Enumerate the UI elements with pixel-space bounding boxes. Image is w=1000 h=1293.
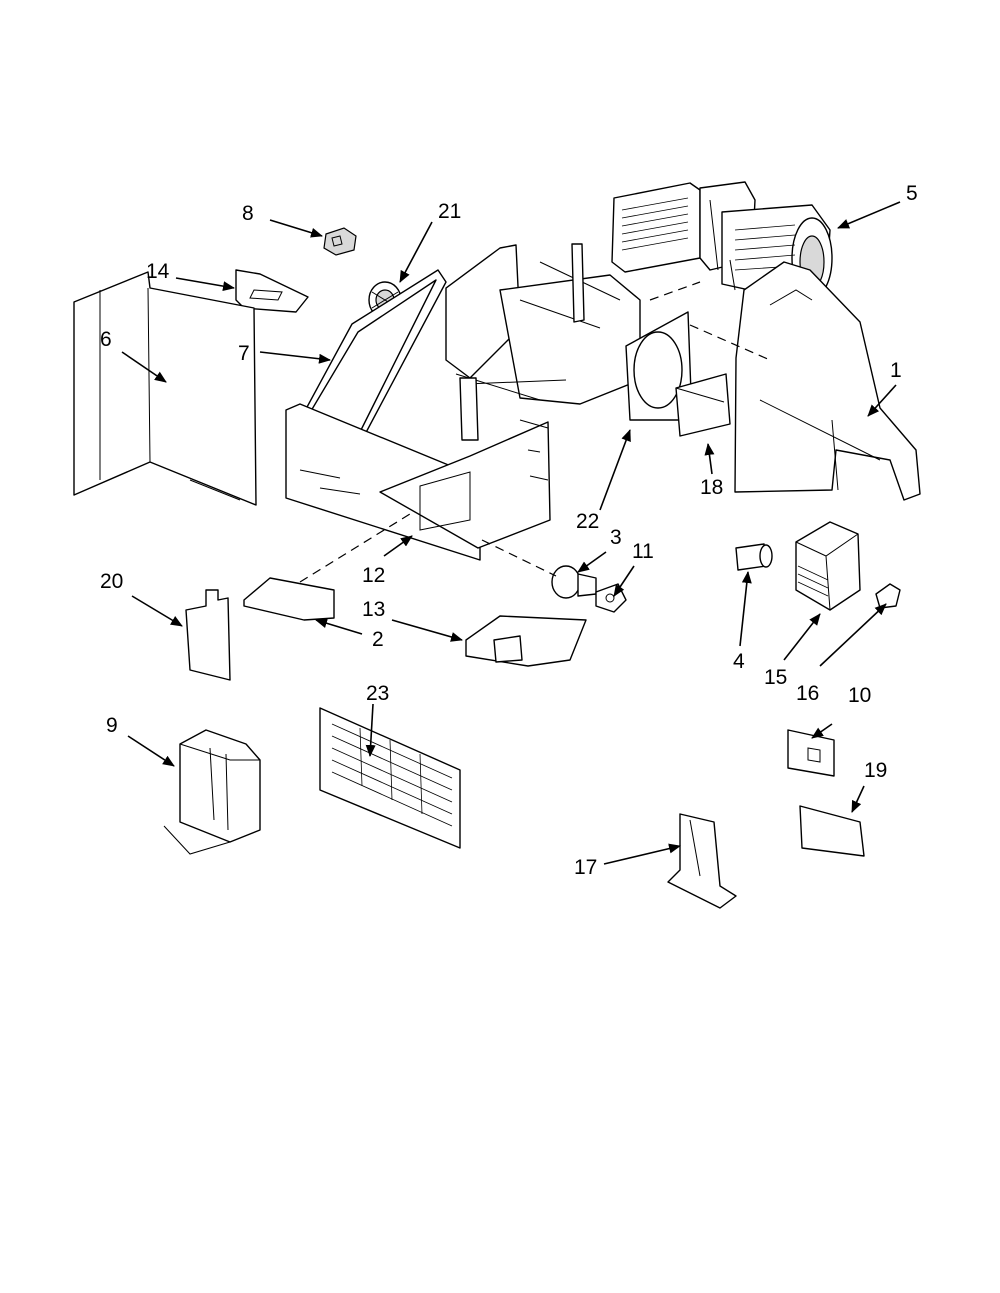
part-4-capacitor <box>735 543 773 571</box>
part-18-cover-plate <box>675 373 731 437</box>
part-2-plate <box>243 577 335 621</box>
callout-15: 15 <box>764 666 787 689</box>
callout-10: 10 <box>848 684 871 707</box>
callout-labels: 5 8 21 14 6 7 1 18 22 3 11 12 20 13 2 4 … <box>100 182 918 879</box>
part-7-panel <box>299 269 447 441</box>
callout-8: 8 <box>242 202 254 225</box>
callout-arrows <box>121 201 901 865</box>
callout-1: 1 <box>890 359 902 382</box>
part-19-bracket <box>799 805 865 857</box>
callout-23: 23 <box>366 682 389 705</box>
callout-14: 14 <box>146 260 170 283</box>
main-cavity-frame <box>285 243 693 561</box>
callout-22: 22 <box>576 510 599 533</box>
callout-7: 7 <box>238 342 250 365</box>
callout-18: 18 <box>700 476 723 499</box>
callout-5: 5 <box>906 182 918 205</box>
callout-3: 3 <box>610 526 622 549</box>
part-6-side-panel <box>73 271 257 506</box>
callout-2: 2 <box>372 628 384 651</box>
callout-6: 6 <box>100 328 112 351</box>
part-17-duct-piece <box>667 813 737 909</box>
part-13-base-plate <box>465 615 587 667</box>
part-15-transformer <box>795 521 861 611</box>
part-3-lamp <box>551 565 597 599</box>
part-20-bracket <box>185 589 231 681</box>
callout-20: 20 <box>100 570 123 593</box>
callout-12: 12 <box>362 564 385 587</box>
callout-9: 9 <box>106 714 118 737</box>
callout-17: 17 <box>574 856 597 879</box>
part-11-socket <box>595 583 627 613</box>
callout-16: 16 <box>796 682 819 705</box>
part-23-vent-grille <box>319 707 461 849</box>
callout-4: 4 <box>733 650 745 673</box>
callout-11: 11 <box>632 540 654 563</box>
callout-21: 21 <box>438 200 461 223</box>
part-9-housing <box>163 729 261 855</box>
part-10-plate <box>787 729 835 777</box>
callout-19: 19 <box>864 759 887 782</box>
callout-13: 13 <box>362 598 385 621</box>
part-14-bracket <box>235 269 309 313</box>
part-16-sensor <box>875 583 901 609</box>
part-1-duct <box>734 261 921 501</box>
explosion-lines <box>299 281 771 583</box>
part-8-switch <box>323 227 357 256</box>
